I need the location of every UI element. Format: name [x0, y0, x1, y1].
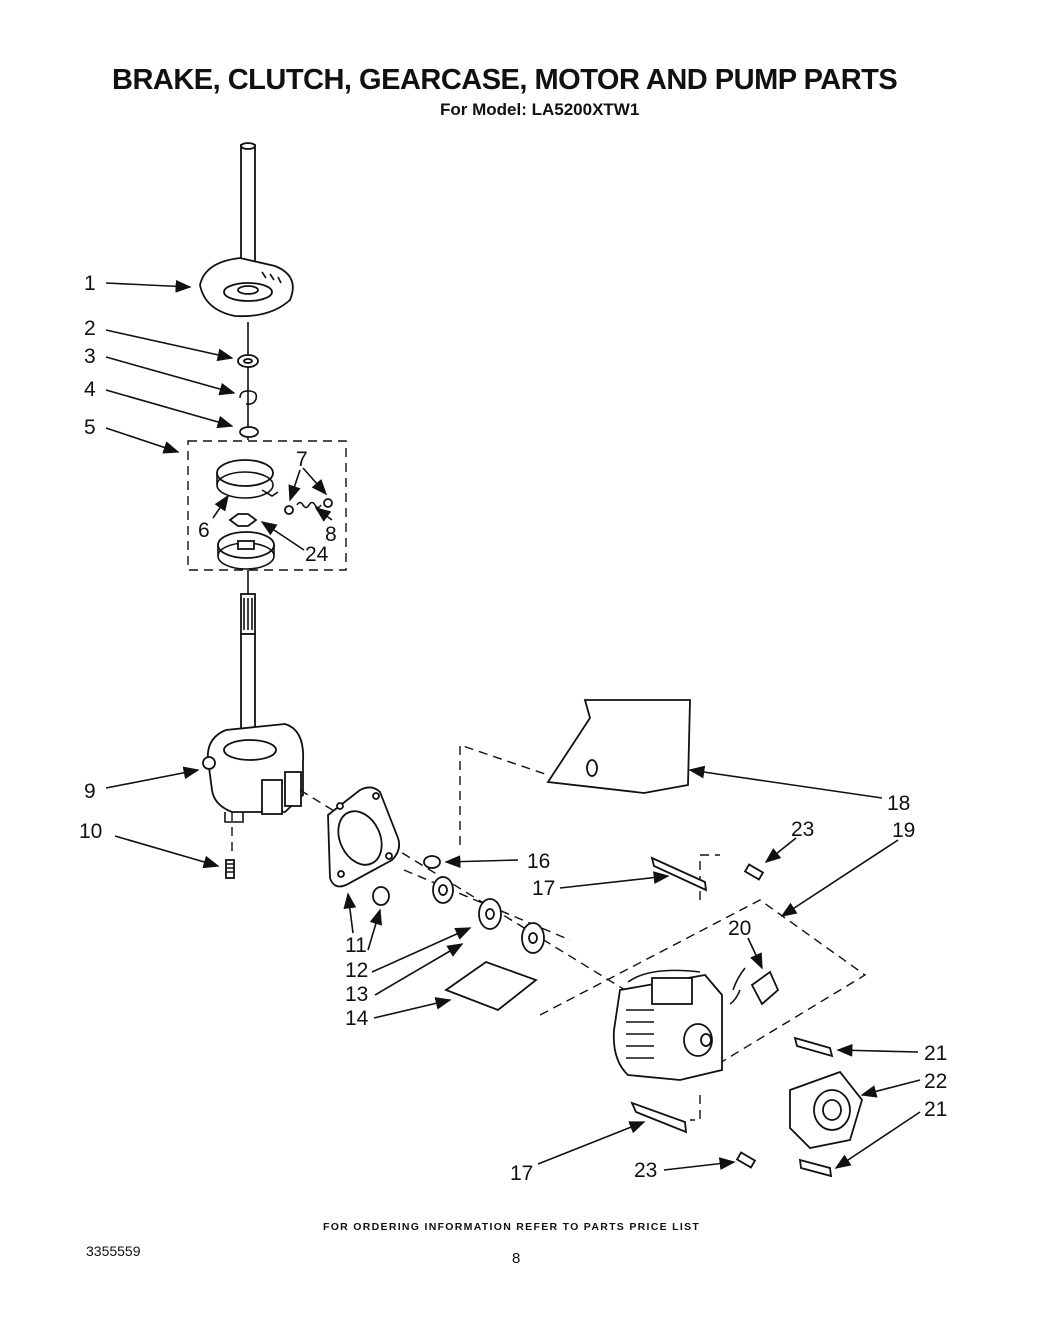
callout-21-upper: 21: [924, 1042, 947, 1065]
callout-24: 24: [305, 543, 329, 566]
callout-12: 12: [345, 959, 368, 982]
callout-17-lower: 17: [510, 1162, 533, 1185]
clutch-hub-part: [217, 513, 275, 570]
ordering-note: FOR ORDERING INFORMATION REFER TO PARTS …: [323, 1221, 701, 1233]
wiring-alignment-line: [459, 744, 549, 845]
callout-10: 10: [79, 820, 102, 843]
motor-coupling-part: [521, 922, 545, 954]
brake-cam-part: [199, 257, 294, 318]
callout-5: 5: [84, 416, 96, 439]
callout-17-upper: 17: [532, 877, 555, 900]
callout-14: 14: [345, 1007, 369, 1030]
drive-coupling-part: [432, 876, 454, 904]
pump-clip-part-lower: [798, 1158, 833, 1178]
gearcase-screw-part: [225, 859, 235, 879]
page-title: BRAKE, CLUTCH, GEARCASE, MOTOR AND PUMP …: [112, 64, 898, 96]
mounting-plate-part: [327, 786, 401, 888]
motor-part: [612, 969, 723, 1121]
leader-lines: [105, 279, 921, 1171]
callout-20: 20: [728, 917, 751, 940]
callout-16: 16: [527, 850, 550, 873]
motor-shield-part: [546, 699, 691, 794]
pump-clip-part-upper: [793, 1036, 834, 1058]
coupling-hub-part: [478, 898, 502, 930]
motor-assembly-box: [539, 899, 867, 1076]
callout-7: 7: [296, 448, 308, 471]
document-number: 3355559: [86, 1243, 141, 1259]
callout-23-upper: 23: [791, 818, 814, 841]
callout-9: 9: [84, 780, 96, 803]
bumper-part: [372, 886, 390, 906]
callout-1: 1: [84, 272, 96, 295]
clip-alignment-line: [699, 854, 720, 900]
model-subtitle: For Model: LA5200XTW1: [440, 100, 640, 119]
callout-18: 18: [887, 792, 910, 815]
spring-part: [284, 498, 333, 515]
callout-13: 13: [345, 983, 368, 1006]
motor-clip-part-lower: [630, 1101, 688, 1134]
motor-pad-part: [444, 960, 538, 1012]
callout-8: 8: [325, 523, 337, 546]
page-number: 8: [512, 1250, 521, 1267]
clutch-band-part: [216, 459, 279, 499]
callout-6: 6: [198, 519, 210, 542]
clip-ring-part: [239, 426, 259, 438]
washer-part: [237, 354, 259, 368]
motor-screw-part-upper: [743, 863, 765, 881]
callout-23-lower: 23: [634, 1159, 657, 1182]
motor-clip-part-upper: [650, 856, 708, 892]
callout-4: 4: [84, 378, 96, 401]
clutch-kit-box: [187, 440, 347, 571]
pump-part: [789, 1070, 863, 1149]
callout-2: 2: [84, 317, 96, 340]
callout-11: 11: [345, 934, 367, 957]
retaining-ring-part: [239, 390, 258, 405]
callout-19: 19: [892, 819, 915, 842]
upper-shaft: [240, 142, 256, 440]
coupling-screw-part: [423, 855, 441, 869]
splined-shaft-part: [240, 570, 256, 735]
motor-screw-part-lower: [735, 1151, 757, 1169]
motor-switch-part: [729, 967, 780, 1006]
gearcase-part: [202, 723, 305, 823]
callout-21-lower: 21: [924, 1098, 947, 1121]
callout-22: 22: [924, 1070, 947, 1093]
callout-3: 3: [84, 345, 96, 368]
